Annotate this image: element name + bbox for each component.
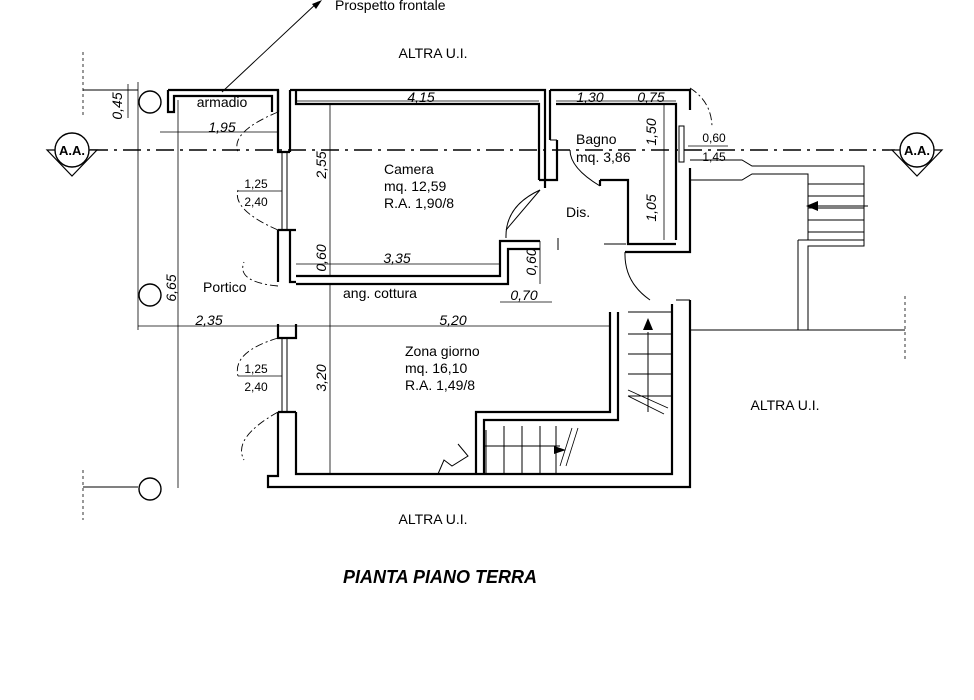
dimension-lines [127,82,728,488]
room-camera-area: mq. 12,59 [384,178,446,194]
walls [166,88,865,489]
room-bagno-name: Bagno [576,131,617,147]
dim-2-55: 2,55 [313,151,329,179]
neighbor-bottom: ALTRA U.I. [399,511,468,527]
windows [281,125,685,413]
room-portico: Portico [203,279,247,295]
elevation-label: Prospetto frontale [335,0,446,13]
window-height: 1,45 [702,150,726,164]
room-camera-ra: R.A. 1,90/8 [384,195,454,211]
door-swings [236,87,713,461]
window-height: 2,40 [244,380,268,394]
dim-1-30: 1,30 [576,89,603,105]
dim-1-50: 1,50 [643,118,659,145]
dim-0-60-door: 0,60 [523,248,539,275]
section-marker-label: A.A. [59,143,85,158]
window-labels: 1,25 2,40 1,25 2,40 0,60 1,45 [244,131,726,394]
window-height: 2,40 [244,195,268,209]
room-labels: armadio Camera mq. 12,59 R.A. 1,90/8 Bag… [197,94,631,393]
section-marker-right: A.A. [890,132,944,177]
columns [138,90,162,501]
window-width: 0,60 [702,131,726,145]
dim-3-35: 3,35 [383,250,410,266]
exterior-stair [806,183,868,233]
interior-stair [437,311,672,475]
plan-title: PIANTA PIANO TERRA [343,567,537,587]
dim-5-20: 5,20 [439,312,466,328]
elevation-arrow: Prospetto frontale [221,0,446,93]
window-width: 1,25 [244,362,268,376]
dim-0-60-camera: 0,60 [313,244,329,271]
room-zona-ra: R.A. 1,49/8 [405,377,475,393]
dim-0-75: 0,75 [637,89,664,105]
room-dis: Dis. [566,204,590,220]
dim-1-95: 1,95 [208,119,235,135]
section-marker-label: A.A. [904,143,930,158]
neighbor-right: ALTRA U.I. [751,397,820,413]
section-marker-left: A.A. [45,132,99,177]
dim-2-35: 2,35 [194,312,222,328]
room-camera-name: Camera [384,161,434,177]
dim-0-70: 0,70 [510,287,537,303]
room-bagno-area: mq. 3,86 [576,149,631,165]
neighbor-top: ALTRA U.I. [399,45,468,61]
room-armadio: armadio [197,94,248,110]
neighbor-labels: ALTRA U.I. ALTRA U.I. ALTRA U.I. [399,45,820,527]
dimension-labels: 0,45 1,95 4,15 1,30 0,75 1,50 2,55 1,05 … [109,89,665,392]
room-zona-name: Zona giorno [405,343,480,359]
dim-6-65: 6,65 [163,274,179,301]
dim-0-45: 0,45 [109,92,125,119]
room-cottura: ang. cottura [343,285,417,301]
dim-4-15: 4,15 [407,89,434,105]
dim-1-05: 1,05 [643,194,659,221]
dim-3-20: 3,20 [313,364,329,391]
room-zona-area: mq. 16,10 [405,360,467,376]
window-width: 1,25 [244,177,268,191]
